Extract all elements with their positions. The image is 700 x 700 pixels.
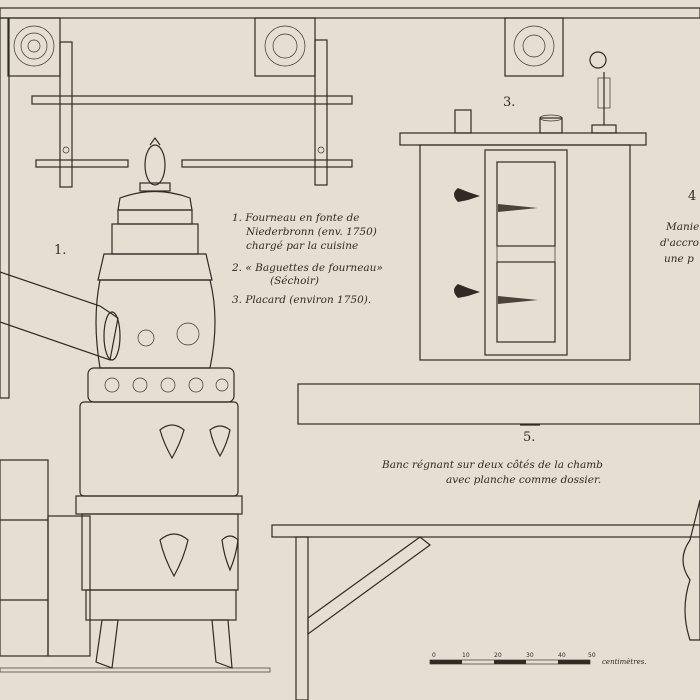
scale-unit: centimètres. [602,658,647,666]
caption-line: d'accro [660,237,699,249]
legend-line: 3. Placard (environ 1750). [232,294,371,306]
legend-line: 1. Fourneau en fonte de [232,212,360,224]
figure-number-4: 4 [688,189,696,204]
drying-rack [31,39,353,188]
scale-bar [429,659,591,665]
legend-line: (Séchoir) [270,275,319,287]
beam-ends [7,17,564,77]
caption-line: une p [664,253,694,265]
masonry-block [0,459,91,657]
scale-tick-label: 10 [462,652,470,659]
figure-number-3: 3. [503,95,515,110]
legend-line: chargé par la cuisine [246,240,358,252]
legend-line: Niederbronn (env. 1750) [245,226,377,238]
left-wall-post [0,17,10,399]
scale-tick-label: 50 [588,652,596,659]
figure-number-1: 1. [54,243,66,258]
scale-tick-label: 30 [526,652,534,659]
legend: 1. Fourneau en fonte de Niederbronn (env… [231,212,383,306]
caption-line: Manie [665,221,699,233]
fig5-caption: Banc régnant sur deux côtés de la chamb … [381,459,603,486]
scale-tick-label: 20 [494,652,502,659]
bench [271,499,700,700]
ceiling-beam [0,7,700,19]
cast-iron-stove [0,136,271,673]
figure-number-5: 5. [523,430,535,445]
scale-labels: 0 10 20 30 40 50 centimètres. [432,652,647,666]
bench-backboard [297,383,700,425]
caption-line: avec planche comme dossier. [446,474,601,486]
caption-line: Banc régnant sur deux côtés de la chamb [381,459,603,471]
cupboard [399,51,647,361]
scale-tick-label: 40 [558,652,566,659]
legend-line: 2. « Baguettes de fourneau» [231,262,383,274]
scale-tick-label: 0 [432,652,436,659]
fig4-caption: Manie d'accro une p [660,221,699,265]
